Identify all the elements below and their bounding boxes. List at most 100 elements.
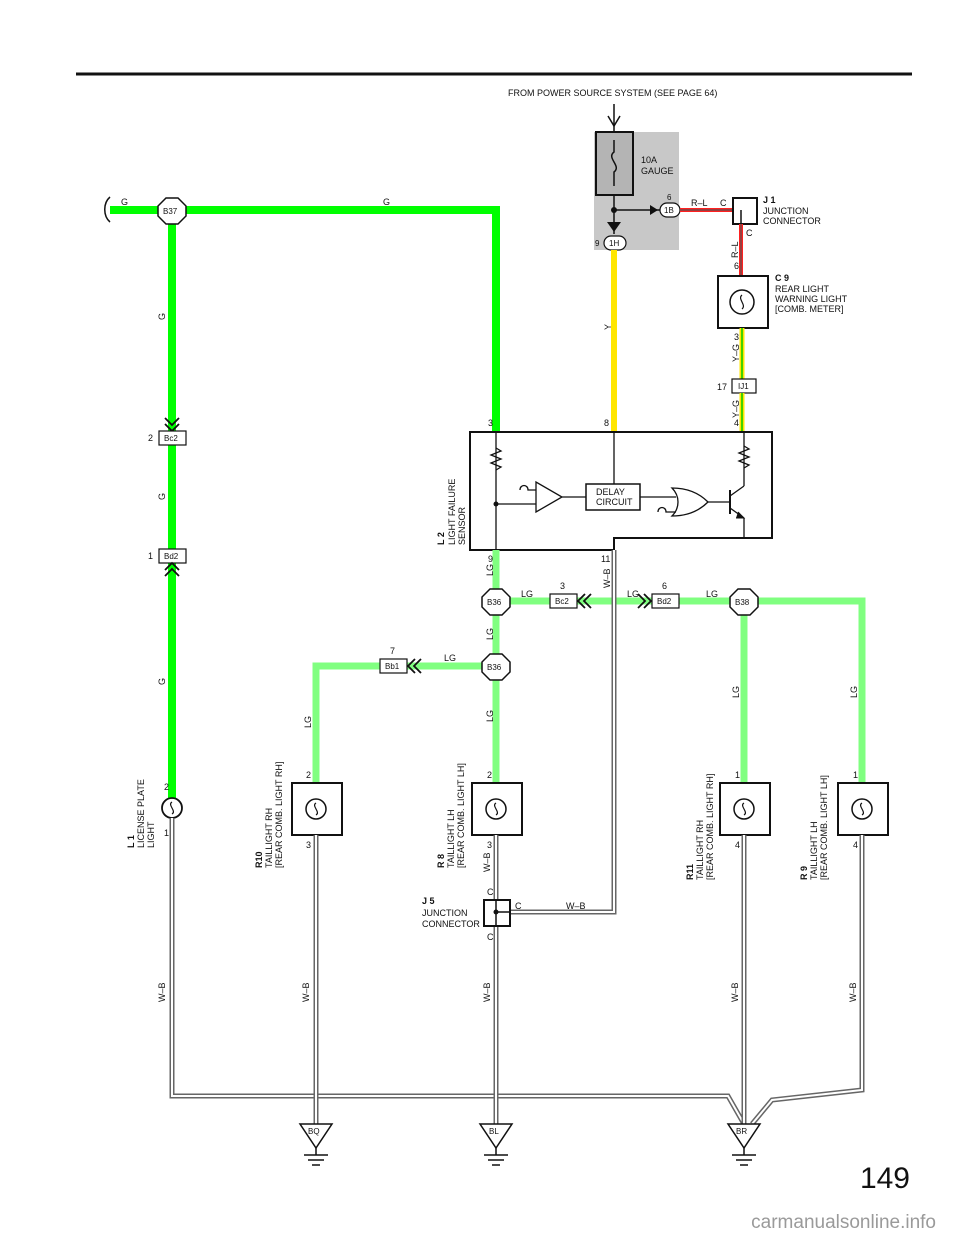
- connector-bd2-mid-label: Bd2: [657, 597, 672, 606]
- fuse-name: GAUGE: [641, 166, 674, 176]
- r8-pin-top: 2: [487, 770, 492, 780]
- wb-label-l1: W–B: [157, 982, 167, 1002]
- wb-label-r8: W–B: [482, 852, 492, 872]
- j1-code: J 1: [763, 195, 776, 205]
- r11-line2: [REAR COMB. LIGHT RH]: [705, 774, 715, 880]
- wb-label-j5: W–B: [482, 982, 492, 1002]
- l2-or-gate-icon: [670, 487, 709, 517]
- c9-line2: WARNING LIGHT: [775, 294, 848, 304]
- fuse-lower-arrow: [607, 222, 621, 232]
- r10-taillight: [291, 782, 343, 836]
- r9-line2: [REAR COMB. LIGHT LH]: [819, 775, 829, 880]
- c9-filament: [739, 294, 745, 310]
- splice-b36-bottom-label: B36: [487, 663, 502, 672]
- r8-bulb-icon: [485, 798, 507, 820]
- j5-node: [493, 909, 499, 915]
- fuse-branch-arrow: [650, 205, 658, 215]
- r8-line2: [REAR COMB. LIGHT LH]: [456, 763, 466, 868]
- connector-bd2-left-label: Bd2: [164, 552, 179, 561]
- rl-wire-label: R–L: [691, 198, 708, 208]
- connector-bc2-mid-pin: 3: [560, 581, 565, 591]
- r9-pin-top: 1: [853, 770, 858, 780]
- wb-label-sensor: W–B: [602, 568, 612, 588]
- splice-b36-top: [481, 588, 511, 616]
- l2-comparator-input: [519, 484, 536, 491]
- c9-bulb-icon: [729, 289, 755, 315]
- wb-label-r10: W–B: [301, 982, 311, 1002]
- l2-resistor-right-icon: [737, 445, 751, 469]
- ground-br: [726, 1123, 762, 1166]
- rl-wire-label-v: R–L: [730, 241, 740, 258]
- r10-filament: [313, 802, 319, 816]
- l2-lower-outline: [613, 432, 773, 550]
- yg-wire-label-1: Y–G: [731, 344, 741, 362]
- r8-line1: TAILLIGHT LH: [446, 809, 456, 868]
- c9-pin-top: 6: [734, 261, 739, 271]
- splice-b38: [729, 588, 759, 616]
- lg-wire-r10: [312, 662, 496, 800]
- l1-line2: LIGHT: [146, 821, 156, 848]
- j5-code: J 5: [422, 896, 435, 906]
- j1-pin-bottom: C: [746, 228, 753, 238]
- lg-label-bus-2: LG: [627, 589, 639, 599]
- l2-line2: SENSOR: [457, 506, 467, 545]
- g-label-1: G: [121, 197, 128, 207]
- lg-label-r11-v: LG: [731, 686, 741, 698]
- lg-label-r8-v: LG: [485, 710, 495, 722]
- l1-pin-top: 2: [164, 782, 169, 792]
- r11-filament: [741, 802, 747, 816]
- c9-line3: [COMB. METER]: [775, 304, 844, 314]
- page-number: 149: [859, 1162, 910, 1195]
- lg-label-bus-1: LG: [521, 589, 533, 599]
- connector-bc2-left-label: Bc2: [164, 434, 178, 443]
- l2-resistor-left-icon: [489, 447, 503, 471]
- lg-label-bus-3: LG: [706, 589, 718, 599]
- lg-label-sensor: LG: [485, 564, 495, 576]
- g-label-4: G: [157, 493, 167, 500]
- connector-1b-label: 1B: [664, 206, 674, 215]
- j5-pin-right: C: [515, 901, 522, 911]
- lg-label-r10-v: LG: [303, 716, 313, 728]
- y-wire-label: Y: [603, 324, 613, 330]
- l2-delay-line2: CIRCUIT: [596, 497, 633, 507]
- r11-pin-top: 1: [735, 770, 740, 780]
- bb1-arrow: [406, 658, 422, 674]
- splice-b37-label: B37: [163, 207, 178, 216]
- l2-line1: LIGHT FAILURE: [447, 479, 457, 545]
- l1-line1: LICENSE PLATE: [136, 779, 146, 848]
- r10-pin-top: 2: [306, 770, 311, 780]
- g-wire-top: [110, 206, 500, 432]
- wb-ground-wires: [169, 818, 865, 1126]
- l1-filament: [169, 801, 175, 815]
- power-source-note: FROM POWER SOURCE SYSTEM (SEE PAGE 64): [508, 88, 717, 98]
- connector-bc2-left-pin: 2: [148, 433, 153, 443]
- c9-code: C 9: [775, 273, 789, 283]
- g-label-5: G: [157, 678, 167, 685]
- splice-b36-top-label: B36: [487, 598, 502, 607]
- r11-bulb-icon: [733, 798, 755, 820]
- lg-label-r10-h: LG: [444, 653, 456, 663]
- l2-code: L 2: [436, 532, 446, 545]
- connector-ij1-label: IJ1: [738, 382, 749, 391]
- l2-or-gate-input2: [657, 506, 676, 513]
- ground-bl-label: BL: [489, 1127, 499, 1136]
- l2-pin-11: 11: [601, 554, 610, 564]
- l1-pin-bottom: 1: [164, 828, 169, 838]
- connector-bb1-label: Bb1: [385, 662, 400, 671]
- lg-label-mid: LG: [485, 628, 495, 640]
- splice-b38-label: B38: [735, 598, 750, 607]
- connector-bd2-left-pin: 1: [148, 551, 153, 561]
- r10-bulb-icon: [305, 798, 327, 820]
- connector-1b-pin: 6: [667, 193, 672, 202]
- r9-bulb-icon: [851, 798, 873, 820]
- j1-pin-left: C: [720, 198, 727, 208]
- r9-taillight: [837, 782, 889, 836]
- j5-pin-bottom: C: [487, 932, 494, 942]
- c9-pin-bottom: 3: [734, 332, 739, 342]
- j5-pin-top: C: [487, 887, 494, 897]
- r9-line1: TAILLIGHT LH: [809, 821, 819, 880]
- j5-line2: CONNECTOR: [422, 919, 480, 929]
- connector-bc2-left: [158, 430, 187, 446]
- connector-bb1-pin: 7: [390, 646, 395, 656]
- r11-code: R11: [685, 864, 695, 880]
